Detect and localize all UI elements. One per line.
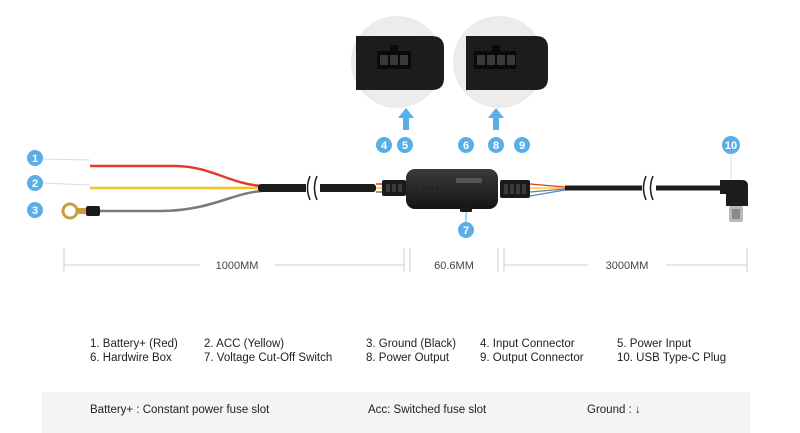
- callout-4: 4: [376, 137, 392, 153]
- up-arrow-icon: [488, 108, 504, 130]
- svg-text:7: 7: [463, 225, 469, 237]
- legend-item: 2. ACC (Yellow): [204, 338, 285, 350]
- ring-terminal: [61, 202, 100, 220]
- output-connector: [500, 180, 566, 198]
- callout-10: 10: [722, 136, 740, 154]
- dimension-wire: [63, 248, 405, 272]
- svg-text:10: 10: [725, 140, 737, 152]
- dimension-box-label: 60.6MM: [434, 260, 474, 272]
- callout-3: 3: [27, 202, 43, 218]
- battery-fuse-note: Battery+ : Constant power fuse slot: [90, 404, 270, 416]
- input-port-zoom: [351, 16, 444, 108]
- legend-item: 3. Ground (Black): [366, 338, 457, 350]
- svg-text:1: 1: [32, 153, 38, 165]
- parts-legend: 1. Battery+ (Red) 2. ACC (Yellow) 3. Gro…: [90, 338, 770, 364]
- hardwire-kit-diagram: 1 2 3 4 5 6 7 8 9 10 1000MM: [27, 16, 748, 272]
- callout-2: 2: [27, 175, 43, 191]
- callout-7: 7: [458, 222, 474, 238]
- svg-text:8: 8: [493, 140, 499, 152]
- legend-item: 6. Hardwire Box: [90, 352, 172, 364]
- callout-5: 5: [397, 137, 413, 153]
- callout-1: 1: [27, 150, 43, 166]
- legend-item: 4. Input Connector: [480, 338, 575, 350]
- usb-c-plug: [720, 180, 748, 222]
- cable-break-icon: [642, 175, 656, 201]
- svg-text:6: 6: [463, 140, 469, 152]
- acc-fuse-note: Acc: Switched fuse slot: [368, 404, 487, 416]
- legend-item: 10. USB Type-C Plug: [617, 352, 727, 364]
- svg-text:3: 3: [32, 205, 38, 217]
- fuse-info-bar: Battery+ : Constant power fuse slot Acc:…: [42, 392, 750, 433]
- ground-note: Ground : ↓: [587, 404, 641, 416]
- legend-item: 5. Power Input: [617, 338, 692, 350]
- dimension-wire-label: 1000MM: [216, 260, 259, 272]
- callout-8: 8: [488, 137, 504, 153]
- ground-wire: [100, 189, 263, 213]
- legend-item: 1. Battery+ (Red): [90, 338, 178, 350]
- input-connector: [376, 180, 406, 196]
- dimension-box: [409, 248, 499, 272]
- red-wire: [90, 164, 263, 188]
- dimension-cable-label: 3000MM: [606, 260, 649, 272]
- cable-break-icon: [306, 175, 320, 201]
- up-arrow-icon: [398, 108, 414, 130]
- svg-text:4: 4: [381, 140, 388, 152]
- hardwire-box: [406, 169, 498, 212]
- svg-text:9: 9: [519, 140, 525, 152]
- output-port-zoom: [453, 16, 548, 108]
- legend-item: 9. Output Connector: [480, 352, 584, 364]
- svg-text:2: 2: [32, 178, 38, 190]
- callout-6: 6: [458, 137, 474, 153]
- legend-item: 7. Voltage Cut-Off Switch: [204, 352, 333, 364]
- callout-9: 9: [514, 137, 530, 153]
- legend-item: 8. Power Output: [366, 352, 450, 364]
- dimension-cable: [503, 248, 748, 272]
- svg-text:5: 5: [402, 140, 408, 152]
